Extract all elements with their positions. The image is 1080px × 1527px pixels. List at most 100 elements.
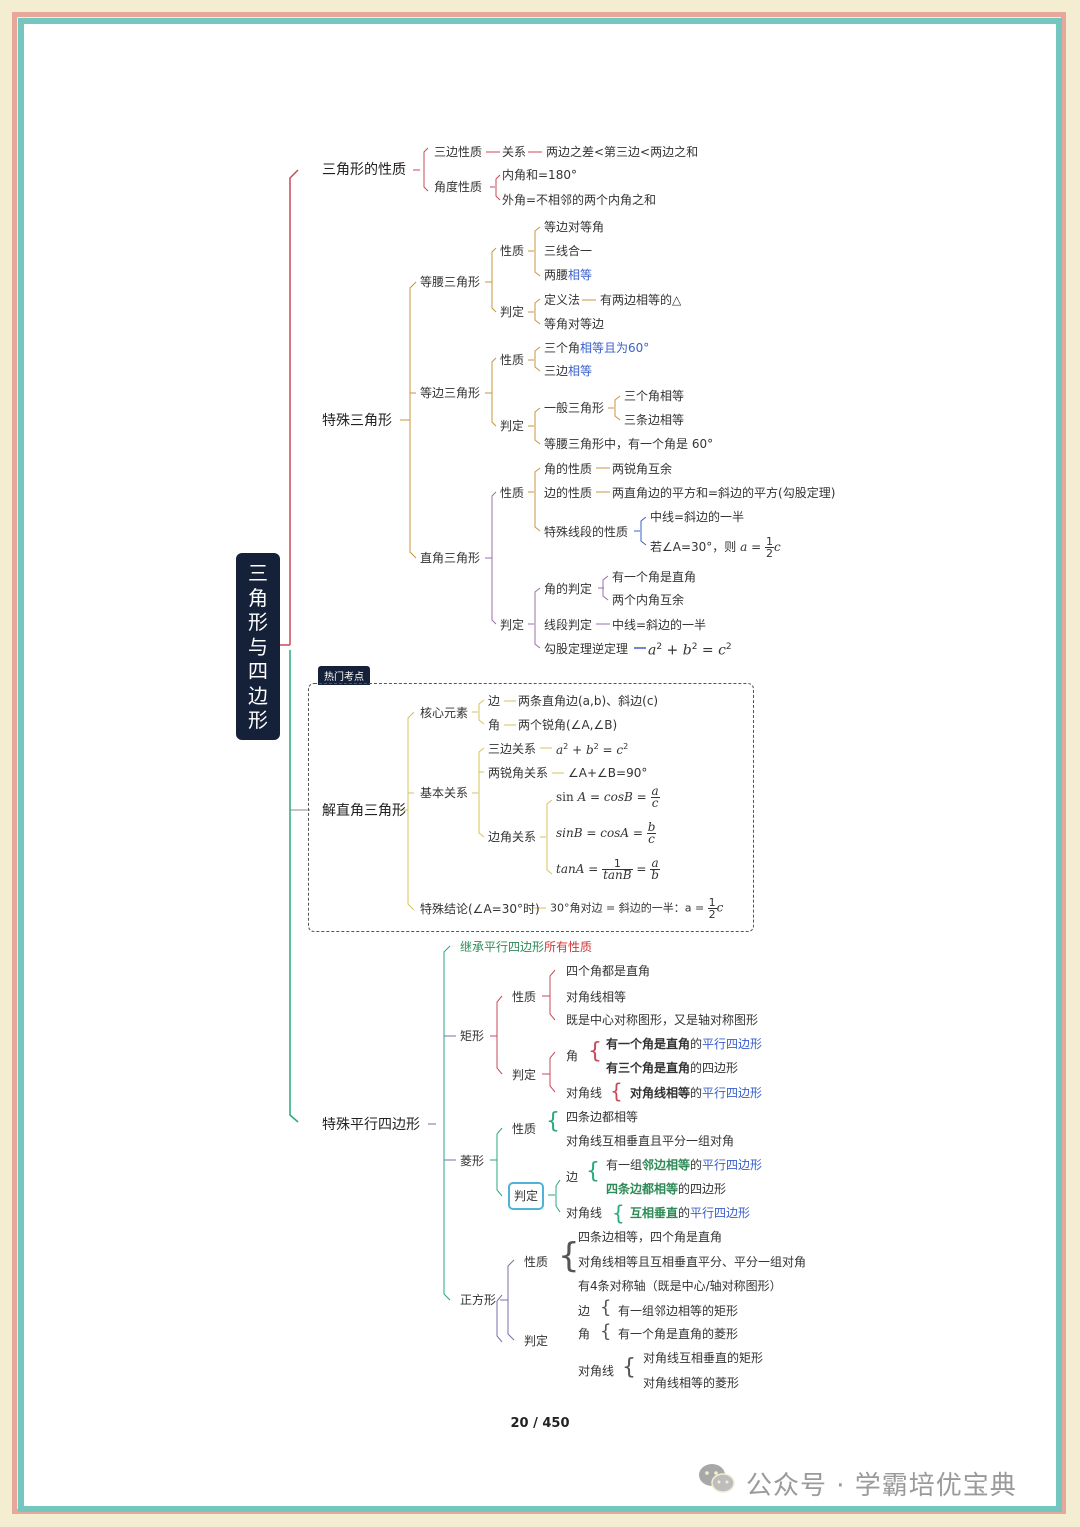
node-core-angle: 角 [488, 718, 501, 732]
node-square-diag: 对角线 [578, 1364, 615, 1378]
page-number: 20 / 450 [510, 1416, 570, 1431]
node-rect-p1: 四个角都是直角 [566, 964, 651, 978]
node-right-triangle: 直角三角形 [420, 551, 481, 565]
node-core: 核心元素 [420, 706, 469, 720]
node-iso-p2: 三线合一 [544, 244, 593, 258]
node-rect-judge: 判定 [512, 1068, 537, 1082]
node-rhombus-s2: 四条边都相等的四边形 [606, 1182, 727, 1196]
hot-topic-badge: 热门考点 [318, 666, 370, 685]
node-eq-g1: 三个角相等 [624, 389, 685, 403]
node-eq-general: 一般三角形 [544, 401, 605, 415]
node-rt-angle-judge: 角的判定 [544, 582, 593, 596]
node-relation-text: 两边之差<第三边<两边之和 [546, 145, 699, 159]
node-rhombus: 菱形 [460, 1154, 485, 1168]
node-square-p3: 有4条对称轴（既是中心/轴对称图形） [578, 1279, 782, 1293]
rhombus-prop-brace: { [546, 1109, 560, 1134]
square-prop-brace: { [558, 1236, 580, 1276]
node-special-parallelogram: 特殊平行四边形 [322, 1117, 420, 1133]
node-rt-angle-prop: 角的性质 [544, 462, 593, 476]
node-rhombus-d1: 互相垂直的平行四边形 [630, 1206, 751, 1220]
node-rt-seg-judge: 线段判定 [544, 618, 593, 632]
node-rect-p2: 对角线相等 [566, 990, 627, 1004]
wechat-icon [699, 1464, 735, 1493]
node-rect-angle: 角 [566, 1049, 579, 1063]
node-rhombus-prop: 性质 [512, 1122, 537, 1136]
node-square-a1: 有一个角是直角的菱形 [618, 1327, 739, 1341]
node-square-d1: 对角线互相垂直的矩形 [643, 1351, 764, 1365]
rect-angle-brace: { [588, 1039, 602, 1064]
node-iso-judge: 判定 [500, 305, 525, 319]
title-char: 角 [248, 585, 268, 610]
pythagoras-formula: a2 + b2 = c2 [648, 642, 732, 659]
node-rhombus-s1: 有一组邻边相等的平行四边形 [606, 1158, 763, 1172]
title-char: 三 [248, 561, 268, 585]
node-eq-g2: 三条边相等 [624, 413, 685, 427]
node-rt-side-prop: 边的性质 [544, 486, 593, 500]
node-rect-a2: 有三个角是直角的四边形 [606, 1061, 739, 1075]
node-rhombus-judge: 判定 [508, 1182, 544, 1210]
node-square-d2: 对角线相等的菱形 [643, 1376, 740, 1390]
node-rt-side-text: 两直角边的平方和=斜边的平方(勾股定理) [612, 486, 836, 500]
node-eq-p2: 三边相等 [544, 364, 593, 378]
node-rect-d1: 对角线相等的平行四边形 [630, 1086, 763, 1100]
node-core-angle-text: 两个锐角(∠A,∠B) [518, 718, 618, 732]
node-rhombus-diag: 对角线 [566, 1206, 603, 1220]
rhombus-side-brace: { [586, 1159, 600, 1184]
node-iso-j1b: 有两边相等的△ [600, 293, 682, 307]
node-core-side-text: 两条直角边(a,b)、斜边(c) [518, 694, 659, 708]
node-square-s1: 有一组邻边相等的矩形 [618, 1304, 739, 1318]
square-diag-brace: { [622, 1355, 636, 1380]
square-angle-brace: { [600, 1321, 612, 1342]
rect-diag-brace: { [610, 1079, 623, 1103]
three-sides-formula: a2 + b2 = c2 [556, 742, 629, 757]
node-rectangle: 矩形 [460, 1029, 485, 1043]
node-rt-angle-text: 两锐角互余 [612, 462, 673, 476]
node-rt-prop: 性质 [500, 486, 525, 500]
main-title: 三 角 形 与 四 边 形 [236, 553, 280, 740]
node-isosceles: 等腰三角形 [420, 275, 481, 289]
title-char: 与 [248, 634, 268, 659]
node-inherit: 继承平行四边形所有性质 [460, 940, 593, 954]
node-rt-special-seg: 特殊线段的性质 [544, 525, 629, 539]
node-iso-p3: 两腰相等 [544, 268, 593, 282]
node-solve-right: 解直角三角形 [322, 803, 406, 819]
node-square-p1: 四条边相等，四个角是直角 [578, 1230, 723, 1244]
node-eq-judge: 判定 [500, 419, 525, 433]
node-square-p2: 对角线相等且互相垂直平分、平分一组对角 [578, 1255, 807, 1269]
node-rt-aj2: 两个内角互余 [612, 593, 685, 607]
node-rhombus-side: 边 [566, 1170, 579, 1184]
node-basic: 基本关系 [420, 786, 469, 800]
node-relation: 关系 [502, 145, 527, 159]
node-rhombus-p1: 四条边都相等 [566, 1110, 639, 1124]
watermark-text: 公众号 · 学霸培优宝典 [746, 1471, 1017, 1501]
node-rect-diag: 对角线 [566, 1086, 603, 1100]
title-char: 形 [248, 610, 268, 634]
node-rect-a1: 有一个角是直角的平行四边形 [606, 1037, 763, 1051]
node-square-judge: 判定 [524, 1334, 549, 1348]
node-rt-seg1: 中线=斜边的一半 [650, 510, 745, 524]
node-core-side: 边 [488, 694, 501, 708]
node-square-side: 边 [578, 1304, 591, 1318]
node-square-prop: 性质 [524, 1255, 549, 1269]
node-angle-prop: 角度性质 [434, 180, 483, 194]
title-char: 边 [248, 683, 268, 708]
node-rhombus-p2: 对角线互相垂直且平分一组对角 [566, 1134, 735, 1148]
square-side-brace: { [600, 1297, 612, 1318]
node-rect-prop: 性质 [512, 990, 537, 1004]
node-iso-p1: 等边对等角 [544, 220, 605, 234]
node-special: 特殊结论(∠A=30°时) [420, 902, 540, 916]
node-special-triangle: 特殊三角形 [322, 413, 392, 429]
node-square-angle: 角 [578, 1327, 591, 1341]
node-iso-j2: 等角对等边 [544, 317, 605, 331]
hot-topic-box [308, 683, 754, 932]
node-iso-prop: 性质 [500, 244, 525, 258]
node-three-sides: 三边关系 [488, 742, 537, 756]
node-eq-prop: 性质 [500, 353, 525, 367]
node-rt-converse: 勾股定理逆定理 [544, 642, 629, 656]
